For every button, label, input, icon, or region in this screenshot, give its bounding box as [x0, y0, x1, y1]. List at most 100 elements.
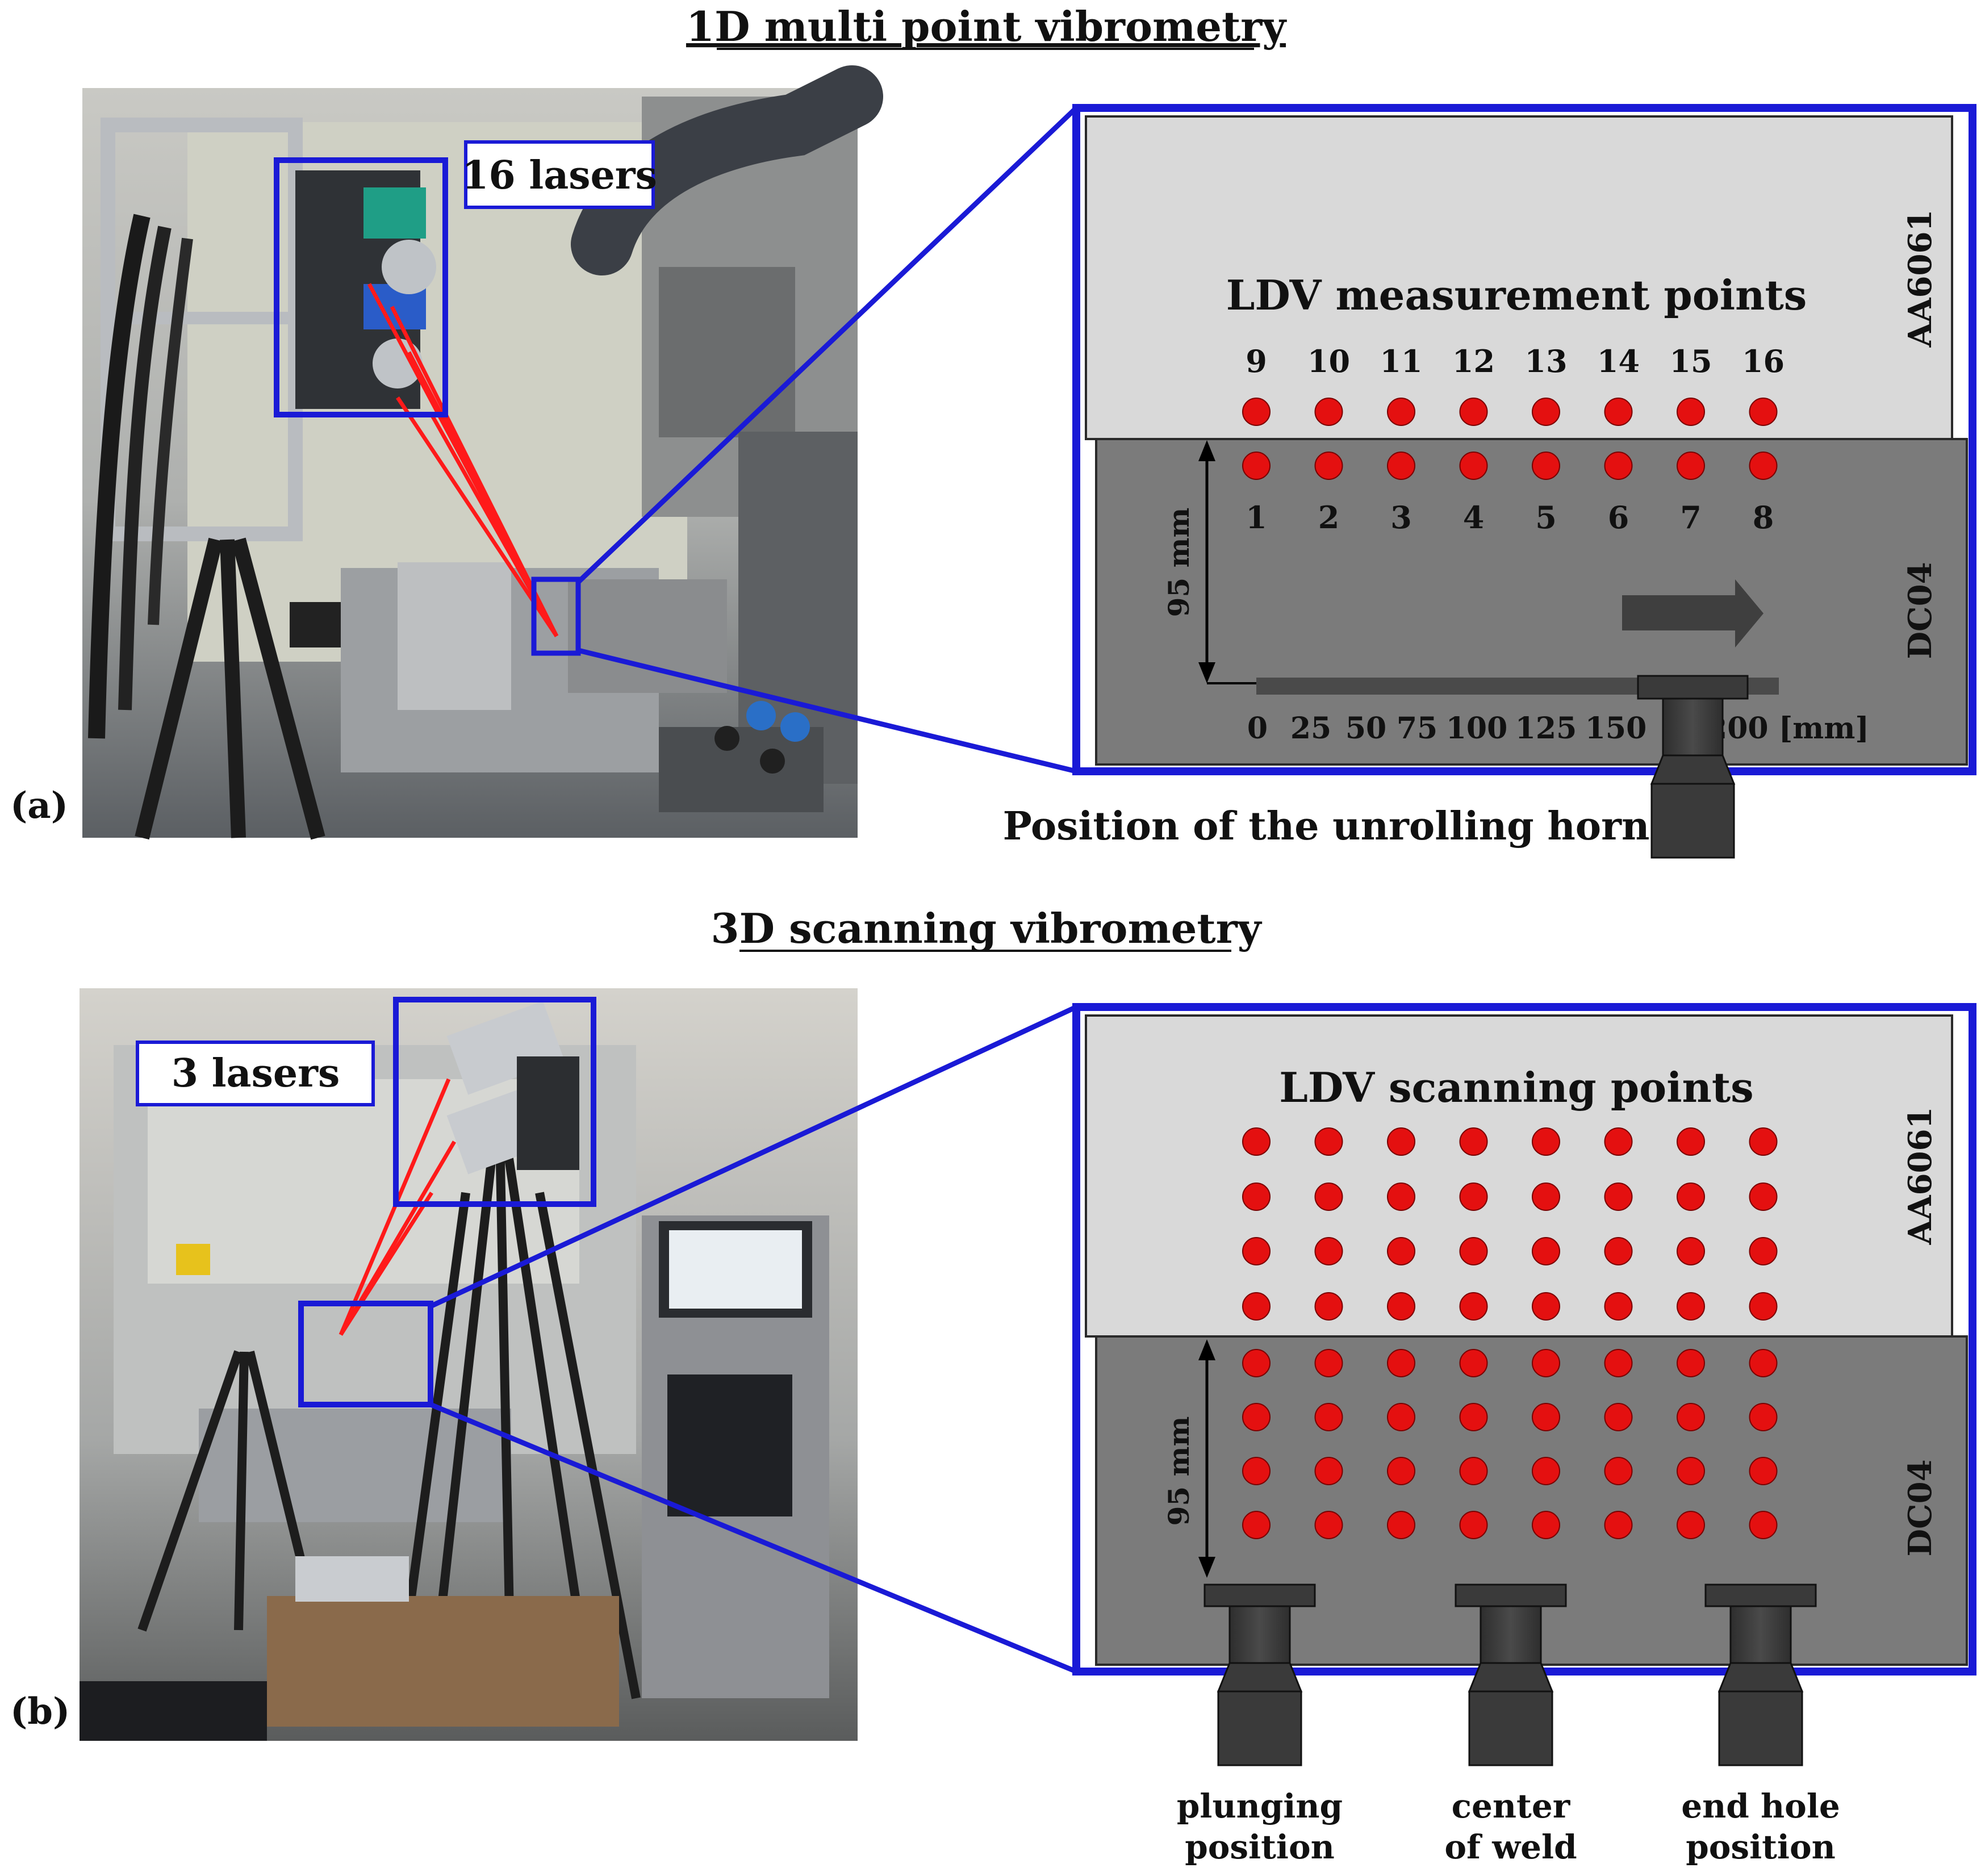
scan-point: [1749, 1292, 1778, 1321]
scan-point: [1604, 1457, 1633, 1485]
horn-body: [1217, 1690, 1302, 1766]
scan-point: [1604, 1349, 1633, 1377]
photo-a-weld-highlight: [531, 576, 581, 656]
scan-point: [1314, 1457, 1343, 1485]
scan-point: [1749, 1349, 1778, 1377]
horn-neck: [1480, 1605, 1542, 1664]
scan-point: [1677, 1237, 1705, 1265]
scale-tick-label: 75: [1397, 711, 1437, 746]
horn-shoulder: [1203, 1583, 1316, 1607]
diagram-b: LDV scanning points AA6061 DC04 95 mm pl…: [1072, 1003, 1976, 1866]
diagram-a-dimension: 95 mm: [1162, 440, 1269, 684]
diagram-b-heading: LDV scanning points: [1279, 1063, 1753, 1112]
scan-point: [1677, 1292, 1705, 1321]
photo-b-laser-highlight: [393, 997, 596, 1207]
measurement-point-15: [1677, 398, 1705, 426]
scan-point: [1749, 1237, 1778, 1265]
measurement-point-11: [1387, 398, 1415, 426]
scan-point: [1387, 1511, 1415, 1539]
horn-body: [1718, 1690, 1803, 1766]
scan-point: [1532, 1183, 1560, 1211]
point-number-9: 9: [1246, 343, 1267, 379]
photo-b-callout-text: 3 lasers: [172, 1051, 340, 1096]
point-number-14: 14: [1597, 343, 1640, 379]
scan-point: [1242, 1292, 1271, 1321]
photo-b-weld-highlight: [298, 1301, 433, 1407]
scan-point: [1459, 1127, 1488, 1156]
diagram-a-heading: LDV measurement points: [1226, 271, 1807, 319]
zoom-line-b-top: [429, 1004, 1077, 1309]
photo-a: 16 lasers: [82, 65, 883, 840]
scan-point: [1604, 1237, 1633, 1265]
horn-caption-line1: plunging: [1177, 1787, 1343, 1825]
scan-point: [1459, 1292, 1488, 1321]
scan-point: [1387, 1183, 1415, 1211]
scan-point: [1749, 1511, 1778, 1539]
horn-taper: [1717, 1662, 1804, 1693]
scan-point: [1532, 1457, 1560, 1485]
scan-point: [1749, 1403, 1778, 1431]
measurement-point-13: [1532, 398, 1560, 426]
point-number-11: 11: [1380, 343, 1422, 379]
scan-point: [1677, 1349, 1705, 1377]
scan-point: [1387, 1127, 1415, 1156]
scan-point: [1677, 1183, 1705, 1211]
point-number-12: 12: [1452, 343, 1495, 379]
scale-tick-label: 50: [1345, 711, 1386, 746]
point-number-3: 3: [1390, 499, 1412, 536]
horn-shoulder: [1704, 1583, 1817, 1607]
scan-point: [1532, 1511, 1560, 1539]
scale-tick-label: 100: [1446, 711, 1508, 746]
measurement-point-4: [1459, 452, 1488, 480]
scan-point: [1314, 1127, 1343, 1156]
scan-point: [1532, 1403, 1560, 1431]
zoom-line-a-top: [576, 106, 1079, 584]
horn-caption-line2: of weld: [1444, 1828, 1577, 1866]
diagram-b-dimension-label: 95 mm: [1162, 1417, 1196, 1526]
scan-point: [1242, 1237, 1271, 1265]
photo-a-hose: [571, 65, 883, 275]
horn-neck: [1729, 1605, 1792, 1664]
point-number-10: 10: [1307, 343, 1350, 379]
horn-caption-line2: position: [1686, 1828, 1836, 1866]
diagram-a-bottom-material: DC04: [1902, 562, 1939, 659]
scan-point: [1242, 1127, 1271, 1156]
horn-body: [1468, 1690, 1553, 1766]
point-number-8: 8: [1753, 499, 1774, 536]
measurement-point-14: [1604, 398, 1633, 426]
scan-point: [1532, 1127, 1560, 1156]
scan-point: [1459, 1457, 1488, 1485]
measurement-point-3: [1387, 452, 1415, 480]
horn-neck: [1228, 1605, 1291, 1664]
scale-tick-label: 200 [mm]: [1707, 711, 1869, 746]
scan-point: [1242, 1183, 1271, 1211]
scan-point: [1749, 1183, 1778, 1211]
scan-point: [1314, 1403, 1343, 1431]
scan-point: [1532, 1349, 1560, 1377]
scale-tick-label: 0: [1247, 711, 1268, 746]
diagram-a-dimension-label: 95 mm: [1162, 508, 1196, 617]
scan-point: [1459, 1403, 1488, 1431]
scan-point: [1459, 1183, 1488, 1211]
photo-b-callout-box: [136, 1041, 375, 1106]
scan-point: [1314, 1183, 1343, 1211]
scan-point: [1604, 1511, 1633, 1539]
photo-a-callout-text: 16 lasers: [462, 153, 657, 198]
scan-point: [1242, 1349, 1271, 1377]
diagram-b-dimension: 95 mm: [1162, 1339, 1215, 1578]
section-b: 3D scanning vibrometry (b): [10, 904, 1976, 1866]
scan-point: [1677, 1127, 1705, 1156]
scale-tick-label: 25: [1290, 711, 1331, 746]
point-number-5: 5: [1535, 499, 1557, 536]
measurement-point-10: [1314, 398, 1343, 426]
diagram-b-bottom-material: DC04: [1902, 1459, 1939, 1556]
scan-point: [1387, 1292, 1415, 1321]
photo-b: 3 lasers: [80, 988, 858, 1741]
scan-point: [1677, 1511, 1705, 1539]
horn-caption-line2: position: [1185, 1828, 1335, 1866]
scan-point: [1387, 1457, 1415, 1485]
